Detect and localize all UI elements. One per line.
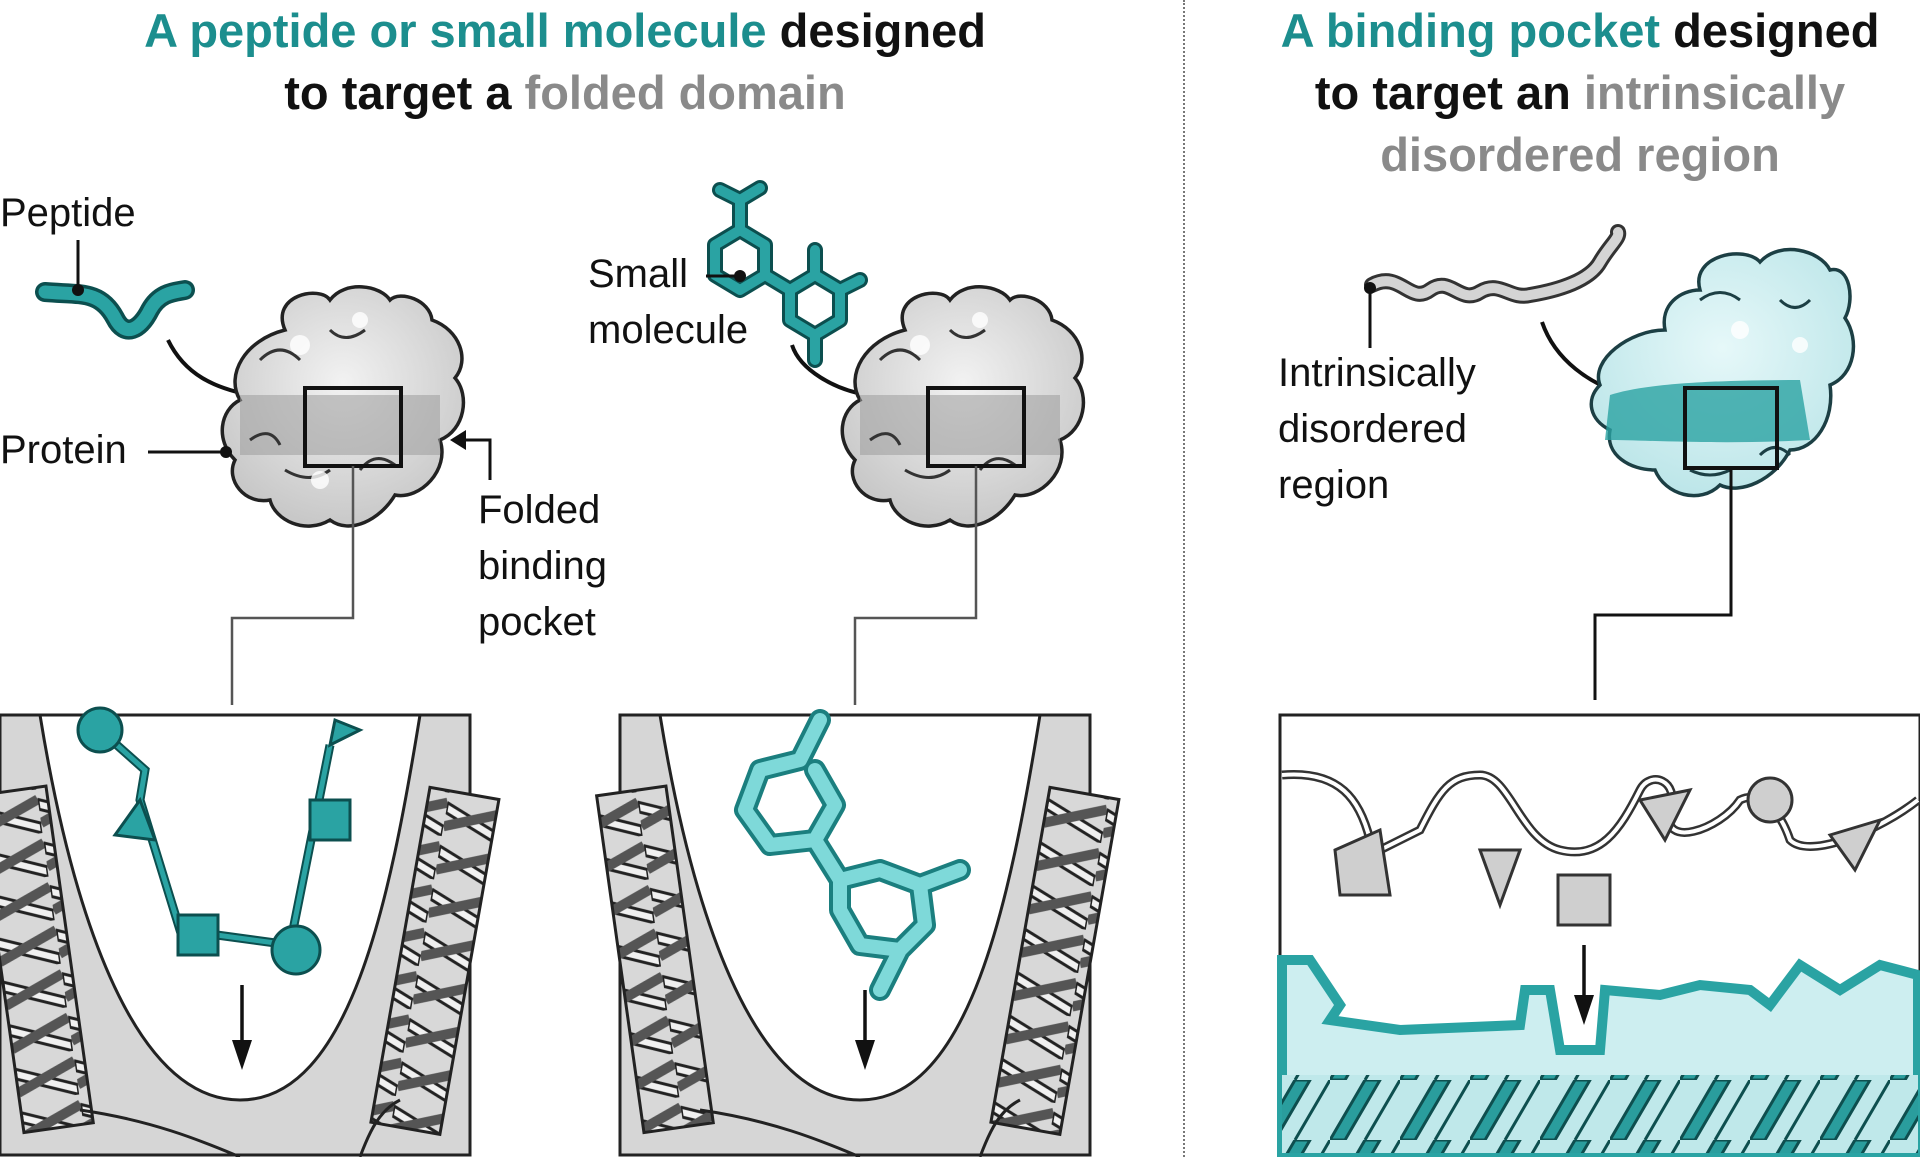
idr-label-line: Intrinsically: [1278, 351, 1476, 395]
idr-strand: [1364, 224, 1627, 304]
right-title-disordered-region: disordered region: [1380, 128, 1780, 181]
folded-pocket-arrow-head: [450, 430, 466, 450]
right-title-highlight: A binding pocket: [1280, 4, 1661, 57]
small-molecule-label-line: Small: [588, 252, 689, 296]
idr-label: Intrinsically disordered region: [1278, 345, 1476, 513]
zoom-panel-2: [594, 709, 1121, 1157]
folded-pocket-label-line: pocket: [478, 600, 596, 644]
folded-pocket-label-line: binding: [478, 544, 608, 588]
zoom-panel-1: [0, 706, 501, 1157]
protein-leader-dot: [220, 446, 232, 458]
protein-1: [220, 285, 466, 528]
idr-label-line: disordered: [1278, 407, 1468, 451]
small-molecule-label-line: molecule: [588, 308, 749, 352]
small-molecule-label: Small molecule: [588, 246, 748, 358]
idr-label-line: region: [1278, 463, 1390, 507]
protein-2: [840, 285, 1086, 528]
right-title-text-2: to target an: [1314, 66, 1584, 119]
left-title: A peptide or small molecule designed to …: [40, 0, 1090, 124]
protein-label: Protein: [0, 428, 127, 472]
zoom-connector-1: [230, 466, 355, 705]
left-title-text-2: to target a: [284, 66, 525, 119]
left-title-text: designed: [766, 4, 986, 57]
left-title-highlight: A peptide or small molecule: [144, 4, 767, 57]
left-title-folded-domain: folded domain: [524, 66, 846, 119]
zoom-connector-3: [1593, 468, 1733, 700]
right-title-intrinsically: intrinsically: [1583, 66, 1846, 119]
zoom-connector-2: [853, 466, 978, 705]
peptide-label: Peptide: [0, 191, 136, 235]
right-title-text: designed: [1660, 4, 1880, 57]
panel-divider: [1183, 0, 1185, 1157]
protein-3: [1589, 247, 1856, 498]
small-molecule: [707, 180, 868, 368]
folded-pocket-arrow: [458, 438, 492, 480]
folded-pocket-label: Folded binding pocket: [478, 482, 607, 650]
folded-pocket-label-line: Folded: [478, 488, 601, 532]
peptide-strand: [35, 280, 195, 340]
peptide-leader-dot: [72, 284, 84, 296]
zoom-panel-3: [1277, 713, 1920, 1157]
idr-leader-dot: [1364, 282, 1376, 294]
small-molecule-leader-dot: [734, 270, 746, 282]
right-title: A binding pocket designed to target an i…: [1240, 0, 1920, 186]
